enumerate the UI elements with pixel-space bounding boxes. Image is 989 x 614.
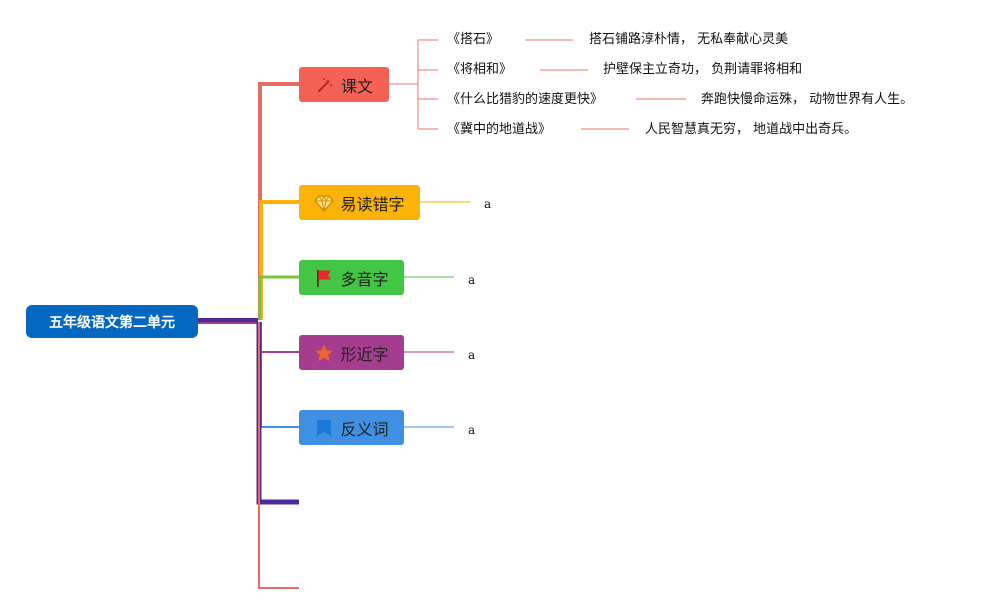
- connector-fanyici: [260, 322, 299, 428]
- kewen-item-4-text: 人民智慧真无穷， 地道战中出奇兵。: [645, 122, 858, 137]
- magic-wand-icon: [315, 75, 335, 95]
- branch-kewen[interactable]: 课文: [299, 67, 389, 102]
- branch-fanyici[interactable]: 反义词: [299, 410, 404, 445]
- kewen-item-4-title: 《冀中的地道战》: [447, 122, 552, 137]
- branch-kewen-label: 课文: [340, 76, 373, 96]
- branch-yiducuozi[interactable]: 易读错字: [299, 185, 420, 220]
- connector-yiducuozi: [259, 200, 299, 320]
- kewen-item-1-title: 《搭石》: [447, 32, 500, 47]
- root-label: 五年级语文第二单元: [49, 314, 175, 331]
- flag-icon: [314, 268, 334, 288]
- kewen-item-3-text: 奔跑快慢命运殊， 动物世界有人生。: [701, 92, 914, 107]
- kewen-item-1-text: 搭石铺路淳朴情， 无私奉献心灵美: [589, 32, 789, 47]
- connector-duoyinzi: [258, 275, 299, 320]
- branch-duoyinzi-label: 多音字: [340, 269, 389, 289]
- root-node[interactable]: 五年级语文第二单元: [26, 305, 198, 338]
- connector-empty-1: [256, 322, 299, 505]
- branch-xingjinzi[interactable]: 形近字: [299, 335, 404, 370]
- kewen-item-2-text: 护壁保主立奇功， 负荆请罪将相和: [603, 62, 803, 77]
- kewen-item-3-title: 《什么比猎豹的速度更快》: [447, 92, 604, 107]
- fanyici-leaf: a: [468, 423, 476, 437]
- branch-xingjinzi-label: 形近字: [340, 344, 389, 364]
- duoyinzi-leaf: a: [468, 273, 476, 287]
- diamond-icon: [314, 193, 335, 213]
- branch-fanyici-label: 反义词: [340, 419, 389, 439]
- star-icon: [314, 343, 334, 363]
- connector-kewen-children: [389, 39, 438, 130]
- branch-yiducuozi-label: 易读错字: [340, 194, 405, 214]
- connector-empty-2: [258, 322, 299, 589]
- yiducuozi-leaf: a: [484, 197, 492, 211]
- kewen-item-2-title: 《将相和》: [447, 62, 513, 77]
- branch-duoyinzi[interactable]: 多音字: [299, 260, 404, 295]
- bookmark-icon: [314, 418, 334, 438]
- xingjinzi-leaf: a: [468, 348, 476, 362]
- connector-xingjinzi: [260, 322, 299, 353]
